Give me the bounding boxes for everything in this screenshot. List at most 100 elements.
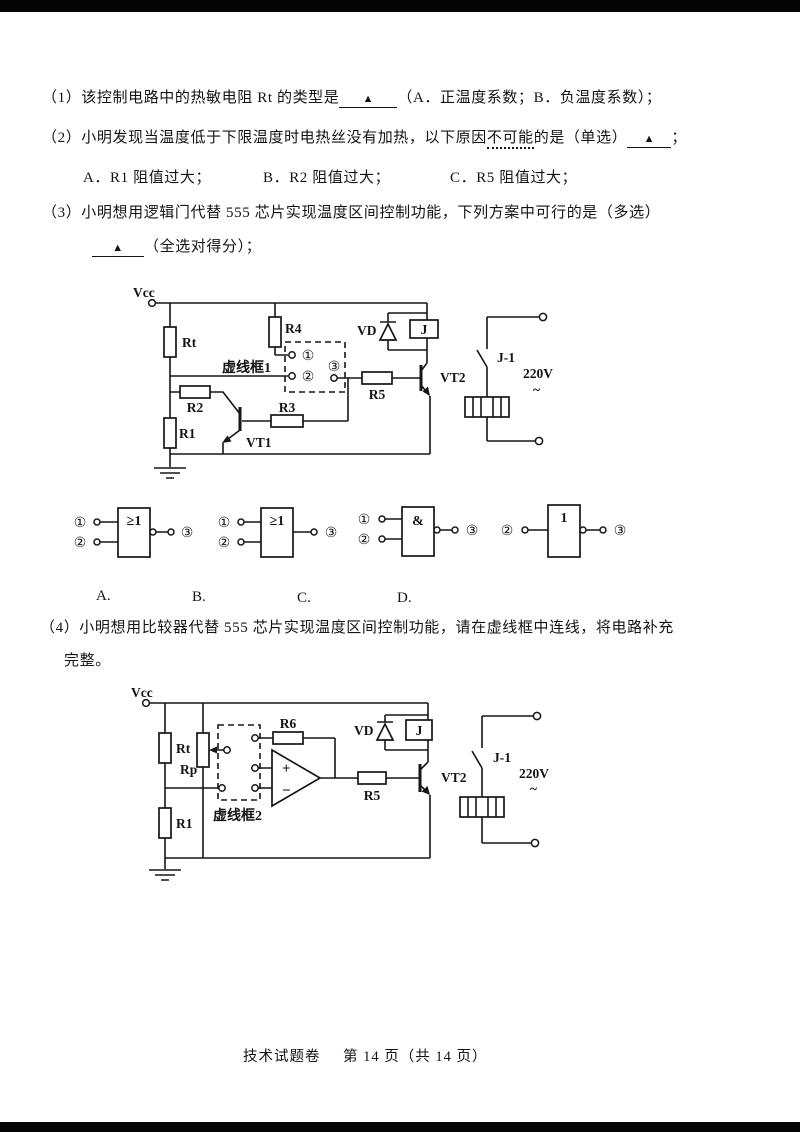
label-rt: Rt (182, 335, 197, 350)
gate-option-d: 1 ② ③ (501, 504, 627, 558)
gate-c-output-bubble (433, 526, 441, 534)
label-r5-c2: R5 (364, 788, 381, 803)
gate-c-symbol: & (412, 514, 424, 529)
rp-wiper-arrow (209, 746, 217, 754)
label-vcc: Vcc (133, 285, 155, 300)
question-1: （1）该控制电路中的热敏电阻 Rt 的类型是▲（A．正温度系数；B．负温度系数）… (42, 86, 662, 108)
resistor-r5 (361, 371, 393, 385)
mains-terminal-bottom-c2 (530, 838, 540, 848)
circuit-1: Vcc Rt R4 R2 R3 R1 R5 VT1 VT2 VD J 虚线框1 … (133, 285, 553, 479)
gate-d-symbol: 1 (561, 511, 568, 526)
gate-label-c: C. (297, 590, 311, 606)
label-vcc-c2: Vcc (131, 685, 153, 700)
box2-plus-terminal (251, 764, 259, 772)
resistor-rt (163, 326, 177, 358)
gate-a-box (117, 507, 151, 558)
scan-bottom-bar (0, 1122, 800, 1132)
q2-suffix: ； (671, 130, 687, 146)
footer-page-number: 第 14 页（共 14 页） (343, 1049, 488, 1065)
gate-c-in1-terminal (378, 515, 386, 523)
gate-label-a: A. (96, 588, 111, 604)
q1-suffix: （A．正温度系数；B．负温度系数）； (397, 90, 662, 106)
mains-terminal-bottom (534, 436, 544, 446)
gate-b-in2: ② (218, 536, 231, 551)
q2-option-a: A．R1 阻值过大； (83, 170, 212, 186)
label-r2: R2 (187, 400, 204, 415)
opamp-plus-input: + (282, 761, 291, 777)
relay-coil-j-c2 (405, 719, 433, 741)
vt1-emitter-arrow (222, 435, 232, 443)
gate-label-b: B. (192, 589, 206, 605)
terminal-3 (330, 374, 338, 382)
gate-d-output-bubble (579, 526, 587, 534)
label-relay-switch-c2: J-1 (493, 750, 511, 765)
label-ac-c2: ~ (530, 781, 537, 796)
label-ac: ~ (533, 382, 540, 397)
gate-a-symbol: ≥1 (127, 514, 142, 529)
gate-b-in1-terminal (237, 518, 245, 526)
opamp-minus-input: − (282, 783, 291, 799)
mains-terminal-top-c2 (532, 711, 542, 721)
label-voltage-c2: 220V (519, 766, 549, 781)
gate-d-in-terminal (521, 526, 529, 534)
dashed-box-1 (284, 341, 346, 393)
diode-vd (378, 322, 398, 341)
gate-option-b: ≥1 ① ② ③ (218, 507, 338, 558)
label-pin3: ③ (328, 360, 341, 375)
resistor-r5-c2 (357, 771, 387, 785)
gate-c-out-terminal (451, 526, 459, 534)
question-4-line2: 完整。 (64, 653, 111, 669)
gate-b-in2-terminal (237, 538, 245, 546)
gate-b-symbol: ≥1 (270, 514, 285, 529)
footer-title: 技术试题卷 (243, 1049, 321, 1065)
label-pin1: ① (302, 349, 315, 364)
gate-c-in2-terminal (378, 535, 386, 543)
gate-option-c: & ① ② ③ (358, 506, 479, 557)
q3-suffix: （全选对得分）； (144, 239, 262, 255)
gate-c-out: ③ (466, 524, 479, 539)
gate-a-in2: ② (74, 536, 87, 551)
gate-b-in1: ① (218, 516, 231, 531)
label-j: J (421, 322, 428, 337)
label-j-c2: J (416, 723, 423, 738)
label-r6: R6 (280, 716, 297, 731)
heater-hatch (472, 397, 502, 417)
gate-a-output-bubble (149, 528, 157, 536)
q1-answer-blank: ▲ (339, 93, 398, 108)
label-r1: R1 (179, 426, 196, 441)
question-2: （2）小明发现当温度低于下限温度时电热丝没有加热，以下原因不可能的是（单选）▲； (42, 126, 687, 149)
label-vd: VD (357, 323, 377, 338)
gate-d-out: ③ (614, 524, 627, 539)
circuit2-wires (149, 702, 534, 881)
q1-prefix: （1）该控制电路中的热敏电阻 Rt 的类型是 (42, 90, 340, 106)
q2-prefix: （2）小明发现当温度低于下限温度时电热丝没有加热，以下原因 (42, 130, 487, 146)
mains-terminal-top (538, 312, 548, 322)
q3-answer-blank: ▲ (92, 242, 144, 257)
heater-hatch-c2 (467, 797, 497, 817)
gate-b-wires (244, 521, 311, 543)
vcc-terminal-c2 (141, 698, 151, 708)
gate-a-in2-terminal (93, 538, 101, 546)
label-rp: Rp (180, 762, 197, 777)
gate-c-in2: ② (358, 533, 371, 548)
gate-b-box (260, 507, 294, 558)
heater-body (464, 396, 510, 418)
label-vd-c2: VD (354, 723, 374, 738)
resistor-r4 (268, 316, 282, 348)
terminal-2 (288, 372, 296, 380)
gate-option-a: ≥1 ① ② ③ (74, 507, 193, 558)
gate-d-box (547, 504, 581, 558)
label-r3: R3 (279, 400, 296, 415)
gate-b-out: ③ (325, 526, 338, 541)
question-4: （4）小明想用比较器代替 555 芯片实现温度区间控制功能，请在虚线框中连线，将… (40, 620, 674, 636)
label-relay-switch: J-1 (497, 350, 515, 365)
q2-mid: 的是（单选） (533, 130, 628, 146)
label-rt-c2: Rt (176, 741, 191, 756)
label-voltage: 220V (523, 366, 553, 381)
box2-minus-terminal (251, 784, 259, 792)
gate-a-in1: ① (74, 516, 87, 531)
heater-element-c2 (459, 796, 505, 818)
q2-option-b: B．R2 阻值过大； (263, 170, 391, 186)
label-dashed-box-2: 虚线框2 (213, 807, 262, 824)
q2-option-c: C．R5 阻值过大； (450, 170, 578, 186)
